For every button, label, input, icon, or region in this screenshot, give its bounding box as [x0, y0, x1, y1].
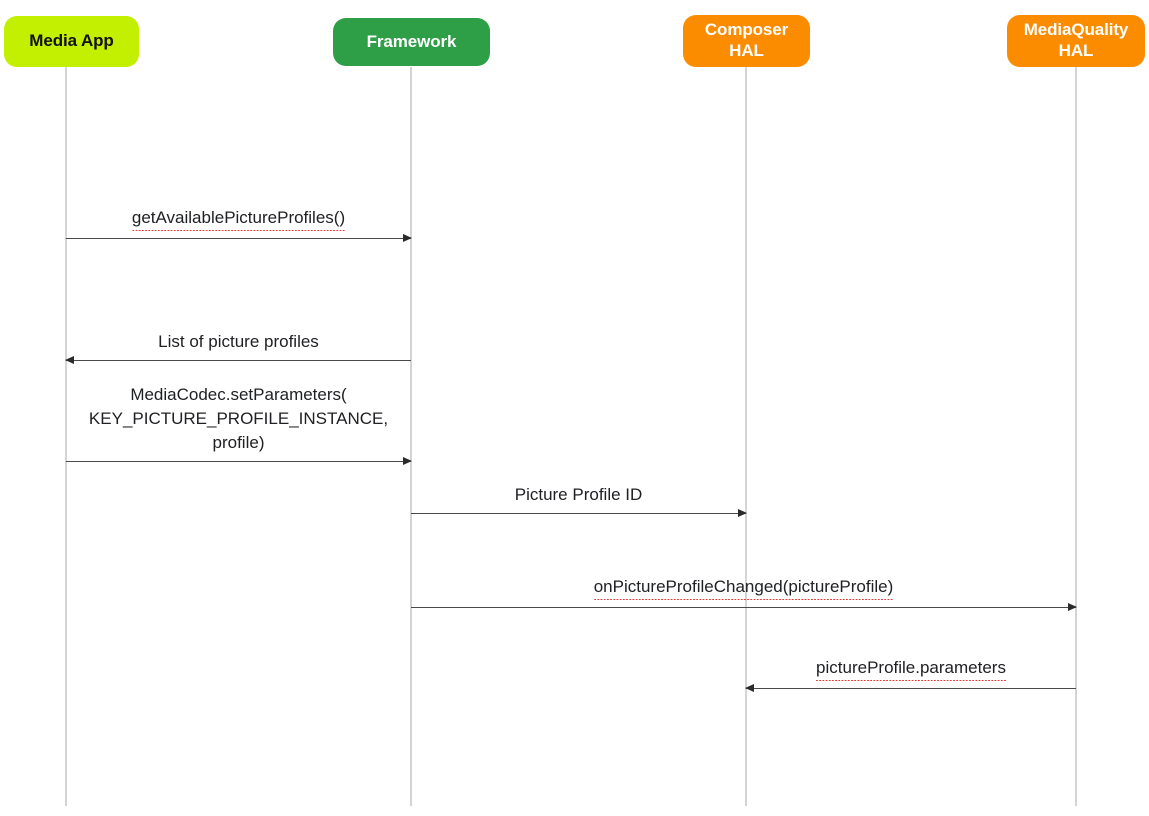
- message-label: List of picture profiles: [158, 331, 319, 351]
- actor-box-framework[interactable]: Framework: [333, 18, 490, 66]
- arrowhead-right-icon: [1068, 602, 1077, 611]
- message-line: [66, 461, 411, 462]
- message-label: getAvailablePictureProfiles(): [131, 205, 346, 232]
- arrowhead-right-icon: [403, 233, 412, 242]
- arrowhead-left-icon: [745, 683, 754, 692]
- message-label: MediaCodec.setParameters( KEY_PICTURE_PR…: [88, 384, 389, 452]
- actor-box-media-app[interactable]: Media App: [4, 16, 139, 67]
- message-line: [411, 607, 1076, 608]
- arrowhead-left-icon: [65, 355, 74, 364]
- actor-label: Framework: [366, 31, 457, 51]
- lifeline-mediaquality-hal: [1075, 67, 1077, 806]
- message-line: [66, 238, 411, 239]
- message-line: [411, 513, 746, 514]
- message-line: [66, 360, 411, 361]
- message-label: pictureProfile.parameters: [816, 655, 1006, 682]
- actor-label: MediaQuality HAL: [1023, 20, 1129, 60]
- arrowhead-right-icon: [403, 456, 412, 465]
- arrowhead-right-icon: [738, 508, 747, 517]
- actor-label: Media App: [29, 31, 114, 51]
- message-label: Picture Profile ID: [514, 484, 643, 504]
- actor-box-mediaquality-hal[interactable]: MediaQuality HAL: [1007, 15, 1145, 67]
- message-line: [746, 688, 1076, 689]
- lifeline-composer-hal: [745, 67, 747, 806]
- lifeline-media-app: [65, 67, 67, 806]
- message-label: onPictureProfileChanged(pictureProfile): [593, 574, 894, 601]
- lifeline-framework: [410, 67, 412, 806]
- actor-box-composer-hal[interactable]: Composer HAL: [683, 15, 810, 67]
- actor-label: Composer HAL: [704, 20, 789, 60]
